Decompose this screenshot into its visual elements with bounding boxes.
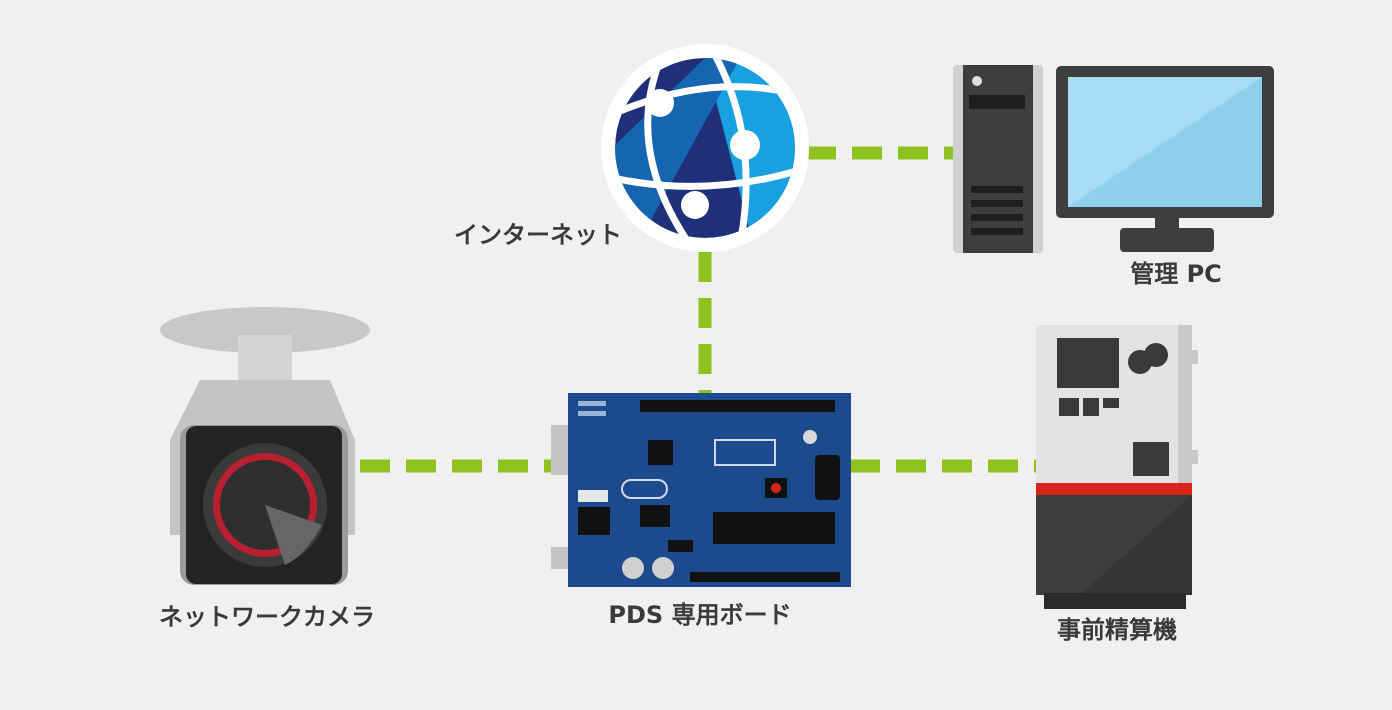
globe-icon [601,44,809,252]
board-label: PDS 専用ボード [608,601,791,629]
desktop-pc-icon [953,65,1274,253]
security-camera-icon [160,307,370,585]
pc-label: 管理 PC [1130,260,1222,288]
camera-label: ネットワークカメラ [159,603,375,631]
machine-label: 事前精算機 [1057,616,1177,644]
internet-label: インターネット [454,221,622,249]
circuit-board-icon [551,393,851,587]
connection-lines [360,146,1038,473]
payment-kiosk-icon [1036,325,1198,609]
